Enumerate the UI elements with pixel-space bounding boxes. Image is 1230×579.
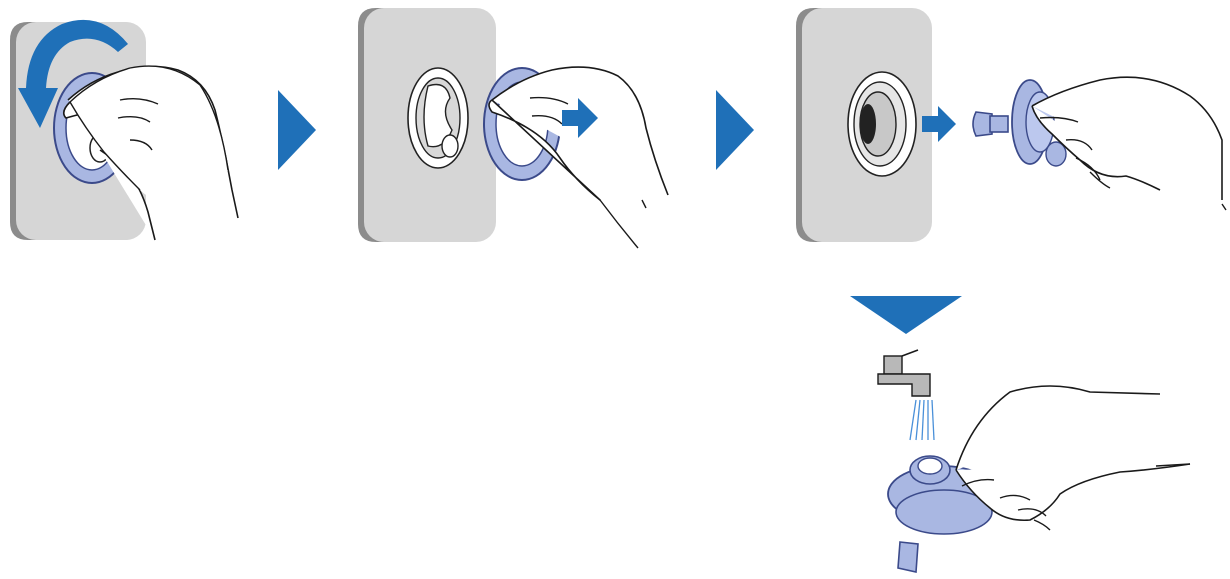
socket-hole [860, 104, 876, 144]
step-2-remove-ring [358, 8, 668, 248]
next-step-down-arrow-icon [850, 296, 962, 334]
step-4-rinse [878, 350, 1190, 572]
step-1-rotate [10, 20, 238, 240]
socket-knob [442, 135, 458, 157]
next-step-arrow-icon [716, 90, 754, 170]
next-step-arrow-icon [278, 90, 316, 170]
hand [956, 386, 1190, 520]
water-stream [910, 400, 934, 440]
step-3-remove-cartridge [796, 8, 1226, 242]
hand [1032, 77, 1222, 200]
faucet-icon [878, 350, 930, 396]
